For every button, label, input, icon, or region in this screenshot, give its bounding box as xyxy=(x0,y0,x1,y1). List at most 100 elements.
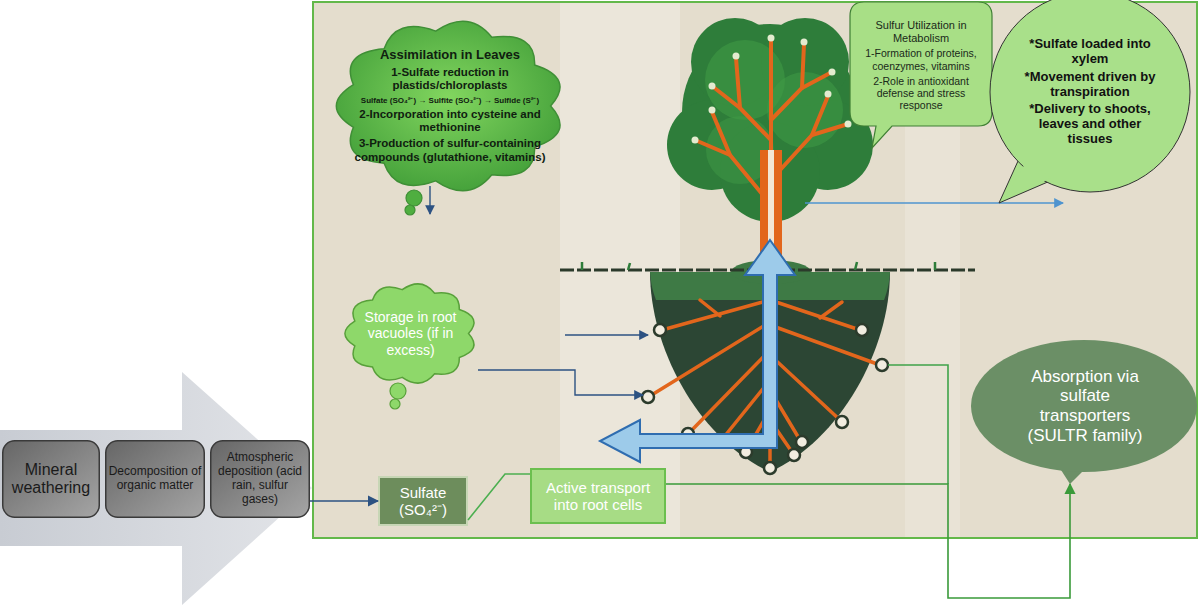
node-text: Sulfate (SO₄²⁻) xyxy=(381,484,465,519)
root-tips xyxy=(788,449,800,461)
node-text: Decomposition of organic matter xyxy=(108,465,202,493)
node-text: Atmospheric deposition (acid rain, sulfu… xyxy=(213,451,307,506)
root-tips xyxy=(642,391,654,403)
tree-branches xyxy=(812,124,848,135)
roots xyxy=(690,350,770,432)
leader-lines xyxy=(430,186,1063,484)
callout-circle: *Sulfate loaded into xylem*Movement driv… xyxy=(985,0,1195,205)
source-box: Atmospheric deposition (acid rain, sulfu… xyxy=(210,440,310,518)
node-text: Active transport into root cells xyxy=(534,479,662,514)
text-area: Assimilation in Leaves 1-Sulfate reductio… xyxy=(351,36,549,176)
node-text: Sulfur Utilization in Metabolism xyxy=(856,19,986,44)
branch-tips xyxy=(709,83,716,90)
text-area: Active transport into root cells xyxy=(534,471,662,521)
node-text: 3-Production of sulfur-containing compou… xyxy=(351,137,549,163)
storage-cloud: Storage in root vacuoles (if in excess) xyxy=(343,282,478,385)
connector-arrow xyxy=(666,484,1070,598)
tree-branches xyxy=(802,72,832,88)
water-flow-arrow xyxy=(600,240,795,462)
branch-tips xyxy=(829,69,836,76)
roots xyxy=(700,300,720,316)
source-box: Decomposition of organic matter xyxy=(105,440,205,518)
callout-circle-outline xyxy=(990,0,1190,192)
callout-box: Sulfur Utilization in Metabolism 1-Format… xyxy=(850,2,992,148)
branch-tips xyxy=(801,39,808,46)
root-tips xyxy=(856,324,868,336)
root-tips xyxy=(796,436,808,448)
text-area: Decomposition of organic matter xyxy=(108,443,202,515)
branch-tips xyxy=(692,35,852,144)
text-area: Sulfate (SO₄²⁻) xyxy=(381,479,465,523)
node-text: Assimilation in Leaves xyxy=(351,48,549,63)
source-box-outline xyxy=(3,441,100,518)
text-area: *Sulfate loaded into xylem*Movement driv… xyxy=(1015,8,1165,176)
panel-background xyxy=(313,2,1197,538)
source-box-outline xyxy=(211,441,310,518)
source-box: Mineral weathering xyxy=(2,440,100,518)
branch-tips xyxy=(768,35,775,42)
node-text: *Sulfate loaded into xylem xyxy=(1015,37,1165,67)
roots xyxy=(820,302,842,318)
panel-background xyxy=(313,2,1197,538)
node-text: 1-Sulfate reduction in plastids/chloropl… xyxy=(351,66,549,92)
panel-background xyxy=(313,2,1197,538)
node-text: 2-Incorporation into cysteine and methio… xyxy=(351,108,549,134)
leader-lines xyxy=(565,334,648,335)
node-text: 2-Role in antioxidant defense and stress… xyxy=(856,75,986,111)
tree-branches xyxy=(712,86,740,108)
text-area: Atmospheric deposition (acid rain, sulfu… xyxy=(213,443,307,515)
text-area: Absorption via sulfate transporters (SUL… xyxy=(1015,358,1155,454)
roots xyxy=(650,322,770,396)
root-tips xyxy=(836,416,848,428)
process-box-outline xyxy=(379,477,467,525)
tree-branches xyxy=(736,58,771,140)
text-area: Storage in root vacuoles (if in excess) xyxy=(357,294,464,373)
branch-tips xyxy=(709,107,716,114)
leader-lines xyxy=(888,365,948,484)
tree-branches xyxy=(695,140,730,155)
node-text: Storage in root vacuoles (if in excess) xyxy=(357,309,464,357)
thought-bubbles xyxy=(390,399,400,409)
root-tips xyxy=(876,359,888,371)
roots xyxy=(770,325,880,365)
root-tips xyxy=(654,324,666,336)
source-arrow xyxy=(0,372,312,605)
connector-arrow xyxy=(468,474,530,520)
process-box: Sulfate (SO₄²⁻) xyxy=(378,476,468,526)
callout-ellipse-outline xyxy=(971,340,1197,472)
tree-branches xyxy=(771,44,804,120)
callout-box-outline xyxy=(850,2,992,148)
branch-tips xyxy=(733,53,740,60)
water-flow-arrow xyxy=(600,240,795,462)
leader-lines xyxy=(429,186,430,214)
text-area: Mineral weathering xyxy=(5,443,97,515)
leader-lines xyxy=(478,370,643,395)
assimilation-cloud-outline xyxy=(336,21,560,191)
source-box-outline xyxy=(106,441,205,518)
process-box: Active transport into root cells xyxy=(530,468,666,524)
leader-lines xyxy=(805,202,1063,203)
root-tips xyxy=(764,462,776,474)
callout-ellipse: Absorption via sulfate transporters (SUL… xyxy=(970,338,1198,484)
process-box-outline xyxy=(531,469,665,523)
branch-tips xyxy=(845,121,852,128)
text-area: Sulfur Utilization in Metabolism 1-Format… xyxy=(856,6,986,124)
node-text: *Movement driven by transpiration xyxy=(1015,70,1165,100)
roots xyxy=(662,300,770,330)
thought-bubbles xyxy=(406,190,422,206)
node-text: Absorption via sulfate transporters (SUL… xyxy=(1015,367,1155,445)
branch-tips xyxy=(825,91,832,98)
roots xyxy=(770,300,860,330)
node-text: Sulfate (SO₄²⁻) → Sulfite (SO₃²⁻) → Sulf… xyxy=(351,96,549,105)
storage-cloud-outline xyxy=(345,284,474,383)
callout-circle-outline xyxy=(1005,160,1051,199)
connector-arrow xyxy=(310,500,378,502)
assimilation-cloud-shape xyxy=(333,18,567,194)
source-arrow xyxy=(0,372,312,605)
thought-bubbles xyxy=(390,383,406,399)
node-text: 1-Formation of proteins, coenzymes, vita… xyxy=(856,47,986,71)
node-text: Mineral weathering xyxy=(5,461,97,498)
node-text: *Delivery to shoots, leaves and other ti… xyxy=(1015,102,1165,147)
thought-bubbles xyxy=(405,205,415,215)
